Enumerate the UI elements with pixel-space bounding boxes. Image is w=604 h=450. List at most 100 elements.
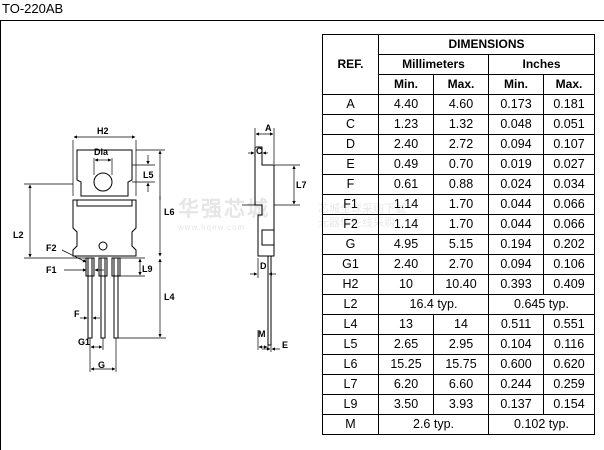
side-body-step: [261, 229, 275, 246]
mounting-hole: [93, 172, 113, 192]
cell-in-max: 0.107: [543, 134, 595, 155]
cell-ref: F: [322, 174, 379, 195]
label-g: G: [98, 360, 105, 370]
label-f1: F1: [46, 265, 57, 275]
header-in-max: Max.: [543, 74, 595, 95]
label-h2: H2: [97, 126, 109, 136]
cell-mm-min: 2.40: [378, 254, 434, 275]
cell-in-min: 0.044: [488, 214, 544, 235]
cell-mm-min: 3.50: [378, 394, 434, 415]
cell-ref: F2: [322, 214, 379, 235]
cell-mm-min: 1.14: [378, 194, 434, 215]
cell-in-min: 0.094: [488, 134, 544, 155]
cell-ref: L4: [322, 314, 379, 335]
label-m: M: [258, 329, 266, 339]
cell-mm-min: 6.20: [378, 374, 434, 395]
label-e: E: [282, 340, 288, 350]
header-mm-max: Max.: [433, 74, 489, 95]
label-f2: F2: [46, 243, 57, 253]
cell-in-min: 0.511: [488, 314, 544, 335]
cell-ref: G: [322, 234, 379, 255]
cell-in-min: 0.048: [488, 114, 544, 135]
header-millimeters: Millimeters: [378, 54, 489, 75]
pin1-mark: [98, 241, 108, 251]
cell-in-typ: 0.645 typ.: [488, 294, 595, 315]
cell-mm-max: 2.95: [433, 334, 489, 355]
cell-mm-max: 0.70: [433, 154, 489, 175]
cell-ref: L6: [322, 354, 379, 375]
front-body-outline: [72, 199, 137, 257]
cell-in-min: 0.044: [488, 194, 544, 215]
label-d: D: [260, 261, 267, 271]
cell-ref: H2: [322, 274, 379, 295]
cell-in-min: 0.173: [488, 94, 544, 115]
cell-in-max: 0.051: [543, 114, 595, 135]
cell-mm-max: 6.60: [433, 374, 489, 395]
cell-mm-min: 13: [378, 314, 434, 335]
cell-mm-min: 0.49: [378, 154, 434, 175]
cell-ref: A: [322, 94, 379, 115]
cell-mm-max: 0.88: [433, 174, 489, 195]
front-tab-outline: [76, 149, 133, 197]
cell-in-max: 0.027: [543, 154, 595, 175]
cell-in-max: 0.202: [543, 234, 595, 255]
cell-in-min: 0.244: [488, 374, 544, 395]
drawing-frame: [0, 20, 604, 450]
cell-in-min: 0.393: [488, 274, 544, 295]
cell-in-min: 0.194: [488, 234, 544, 255]
cell-in-min: 0.094: [488, 254, 544, 275]
side-lead: [267, 255, 272, 346]
cell-ref: L2: [322, 294, 379, 315]
cell-mm-min: 15.25: [378, 354, 434, 375]
header-inches: Inches: [488, 54, 595, 75]
cell-mm-max: 2.70: [433, 254, 489, 275]
cell-mm-max: 2.72: [433, 134, 489, 155]
cell-mm-max: 1.32: [433, 114, 489, 135]
cell-mm-min: 10: [378, 274, 434, 295]
label-l5: L5: [143, 170, 154, 180]
cell-mm-min: 2.40: [378, 134, 434, 155]
cell-mm-min: 0.61: [378, 174, 434, 195]
cell-in-max: 0.551: [543, 314, 595, 335]
label-l7: L7: [296, 180, 307, 190]
label-a: A: [265, 123, 272, 133]
header-in-min: Min.: [488, 74, 544, 95]
cell-in-max: 0.259: [543, 374, 595, 395]
cell-mm-max: 1.70: [433, 194, 489, 215]
label-f: F: [74, 309, 80, 319]
cell-ref: E: [322, 154, 379, 175]
cell-ref: G1: [322, 254, 379, 275]
cell-in-min: 0.024: [488, 174, 544, 195]
cell-ref: L9: [322, 394, 379, 415]
cell-in-max: 0.066: [543, 214, 595, 235]
cell-mm-max: 15.75: [433, 354, 489, 375]
cell-in-min: 0.104: [488, 334, 544, 355]
cell-mm-min: 4.95: [378, 234, 434, 255]
body-step: [76, 199, 133, 207]
cell-in-typ: 0.102 typ.: [488, 414, 595, 435]
dimensions-table: REF. DIMENSIONS Millimeters Inches Min. …: [322, 34, 595, 435]
cell-in-min: 0.137: [488, 394, 544, 415]
cell-mm-max: 1.70: [433, 214, 489, 235]
cell-mm-max: 4.60: [433, 94, 489, 115]
cell-in-max: 0.066: [543, 194, 595, 215]
cell-in-max: 0.154: [543, 394, 595, 415]
cell-in-max: 0.181: [543, 94, 595, 115]
label-l2: L2: [13, 230, 24, 240]
lead-left: [87, 257, 93, 339]
cell-mm-max: 5.15: [433, 234, 489, 255]
cell-ref: L7: [322, 374, 379, 395]
